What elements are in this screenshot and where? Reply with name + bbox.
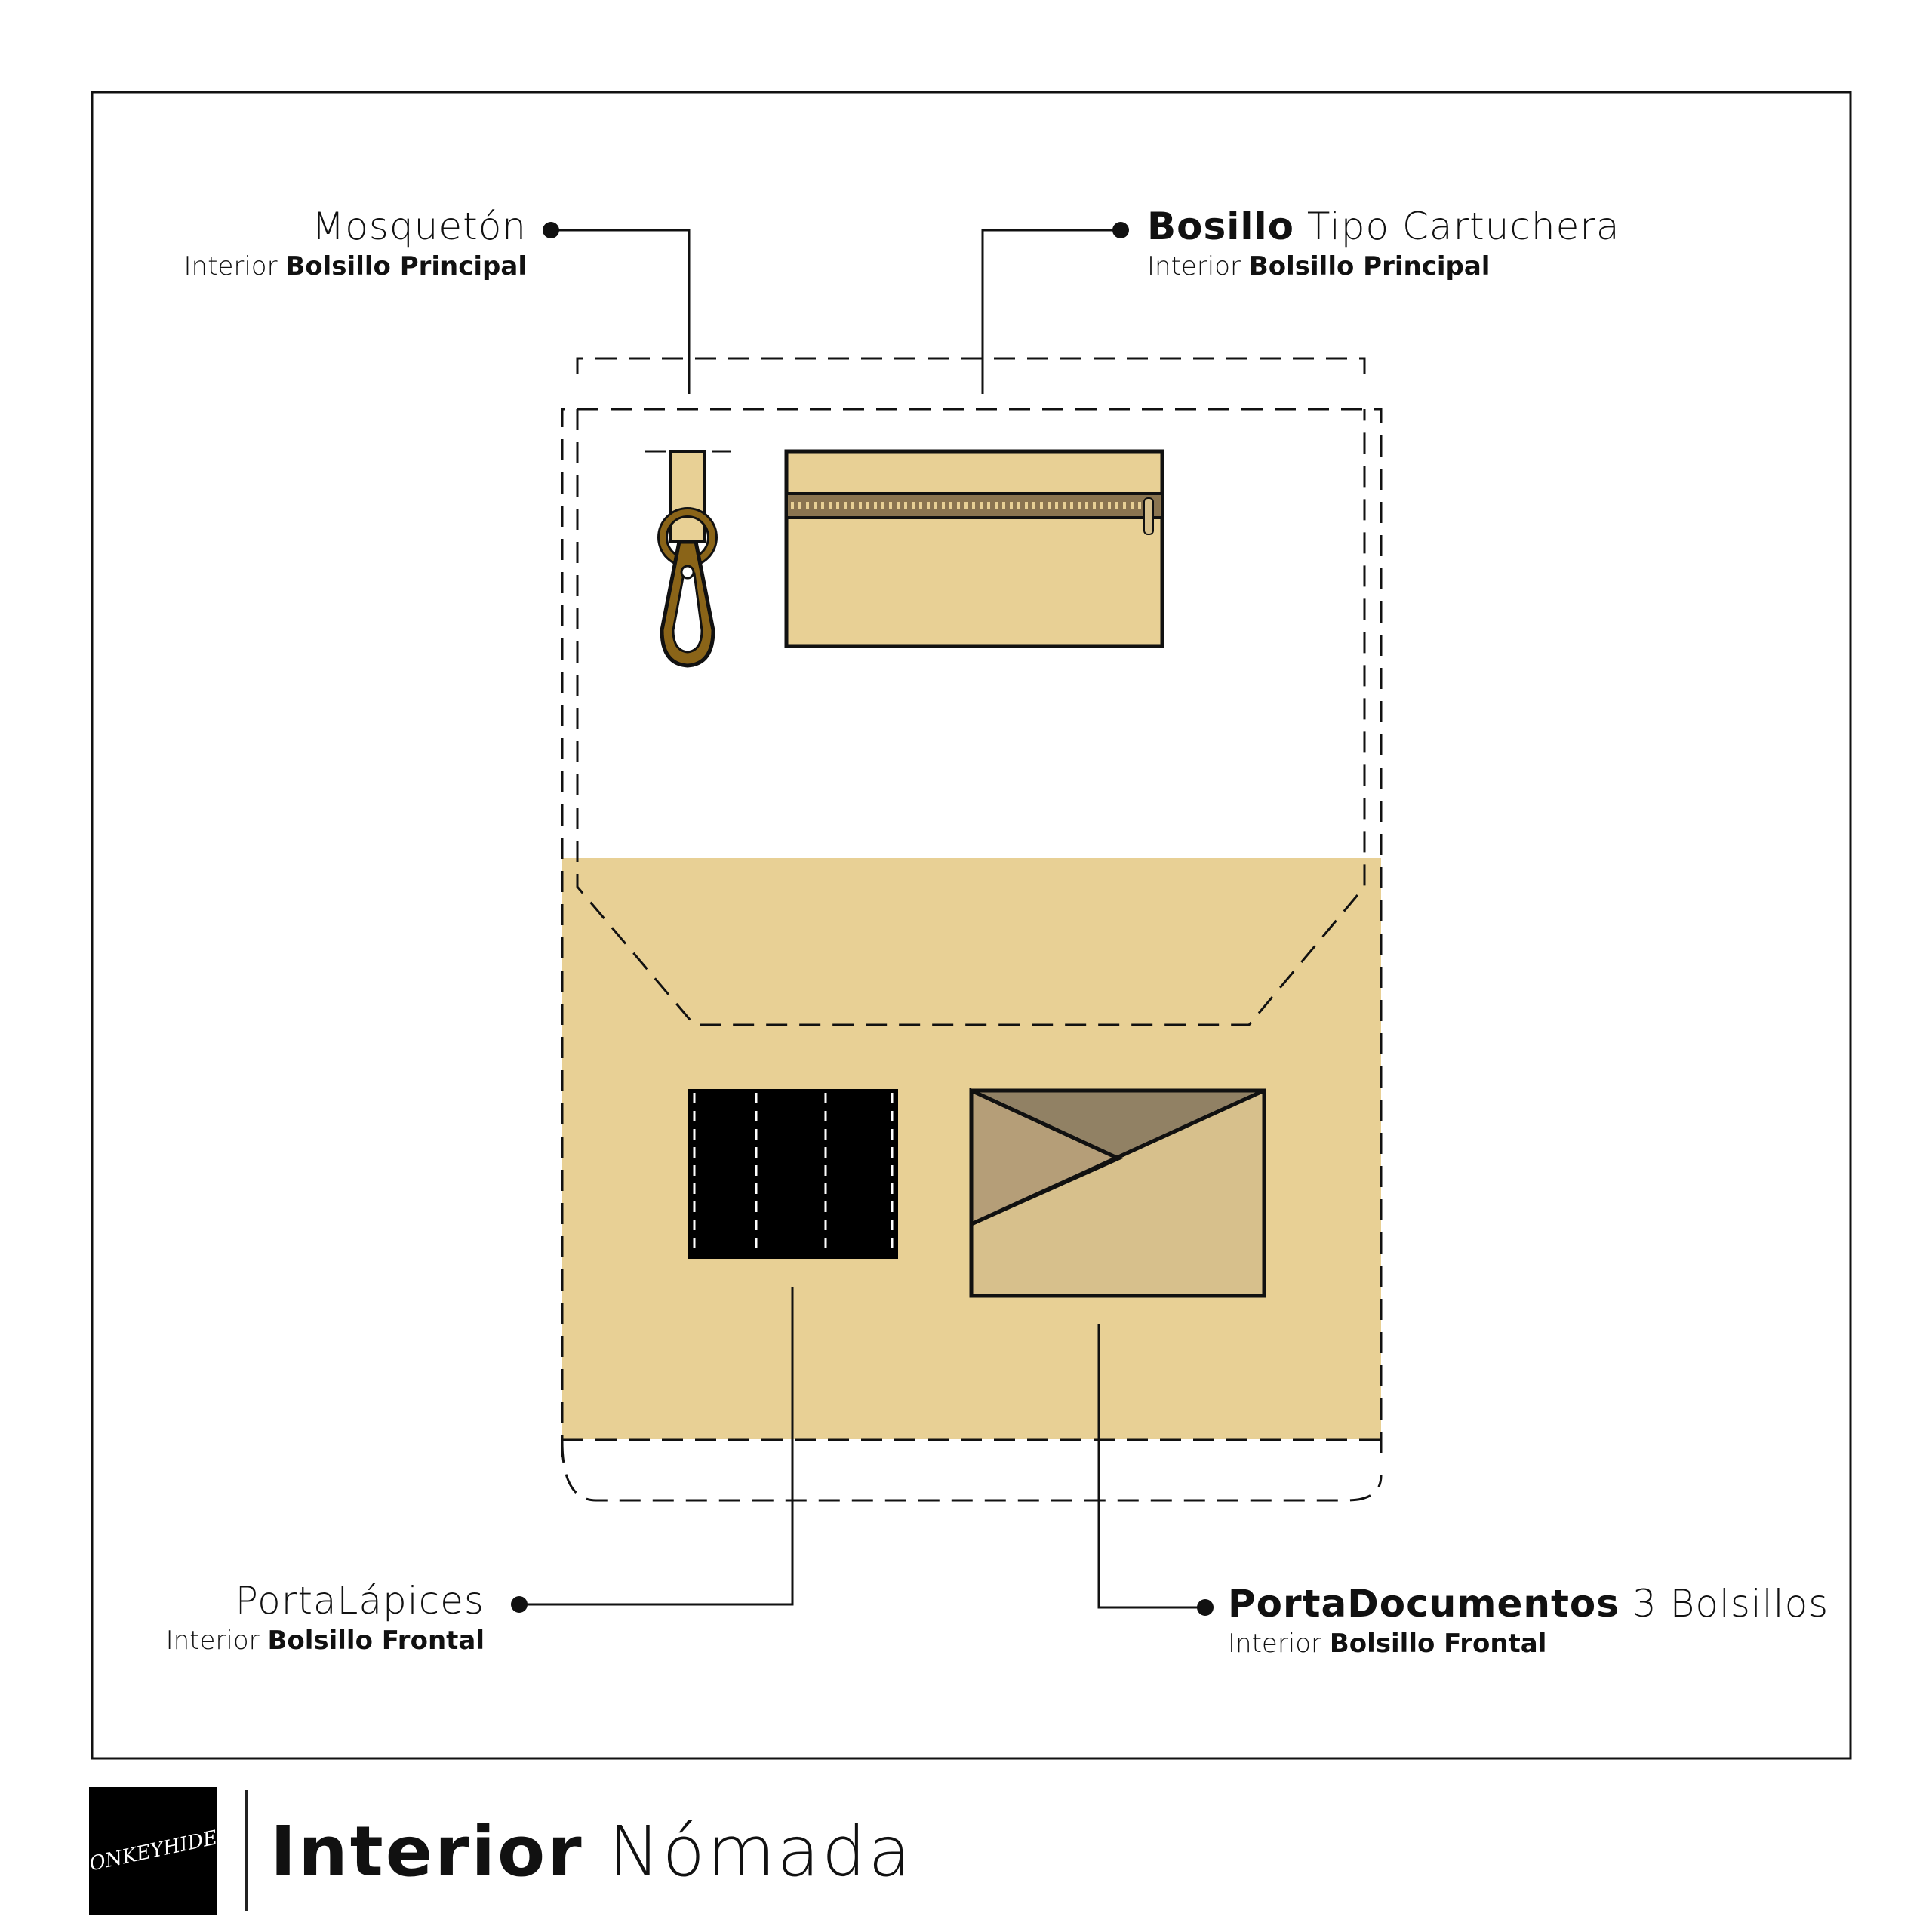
cartuchera-illustration xyxy=(784,449,1164,648)
pen-holder-body xyxy=(688,1089,898,1259)
bag-outline xyxy=(561,357,1383,1502)
callout-title: Bosillo Tipo Cartuchera xyxy=(1147,205,1620,248)
zipper-pull xyxy=(1143,497,1154,535)
logo-wordmark: MONKEYHIDE® xyxy=(67,1822,239,1881)
callout-subtitle: Interior Bolsillo Frontal xyxy=(1228,1628,1547,1659)
brand-logo: MONKEYHIDE® xyxy=(68,1787,238,1915)
callout-subtitle: Interior Bolsillo Frontal xyxy=(165,1625,485,1656)
callout-subtitle: Interior Bolsillo Principal xyxy=(1147,251,1491,281)
dot-portalapices xyxy=(511,1596,528,1613)
footer-title: Interior Nómada xyxy=(270,1811,913,1892)
portadocumentos-illustration xyxy=(969,1088,1266,1298)
carabiner-strap xyxy=(669,450,706,543)
mosqueton-illustration xyxy=(657,450,718,668)
callout-portalapices: PortaLápices Interior Bolsillo Frontal xyxy=(165,1579,485,1656)
outer-frame xyxy=(91,91,1852,1760)
dot-mosqueton xyxy=(543,222,559,238)
callout-portadocumentos: PortaDocumentos 3 Bolsillos Interior Bol… xyxy=(1228,1582,1829,1659)
callout-title: Mosquetón xyxy=(312,205,527,248)
callout-title: PortaLápices xyxy=(235,1579,485,1623)
callout-title: PortaDocumentos 3 Bolsillos xyxy=(1228,1582,1829,1626)
pouch-body xyxy=(784,449,1164,648)
dot-cartuchera xyxy=(1112,222,1129,238)
portalapices-illustration xyxy=(688,1089,898,1259)
footer-divider xyxy=(245,1790,248,1911)
leader-dots xyxy=(511,222,1214,1616)
dot-portadocumentos xyxy=(1197,1599,1214,1616)
leader-lines xyxy=(519,229,1205,1609)
callout-subtitle: Interior Bolsillo Principal xyxy=(183,251,527,281)
callout-mosqueton: Mosquetón Interior Bolsillo Principal xyxy=(184,205,527,281)
callout-cartuchera: Bosillo Tipo Cartuchera Interior Bolsill… xyxy=(1147,205,1620,281)
